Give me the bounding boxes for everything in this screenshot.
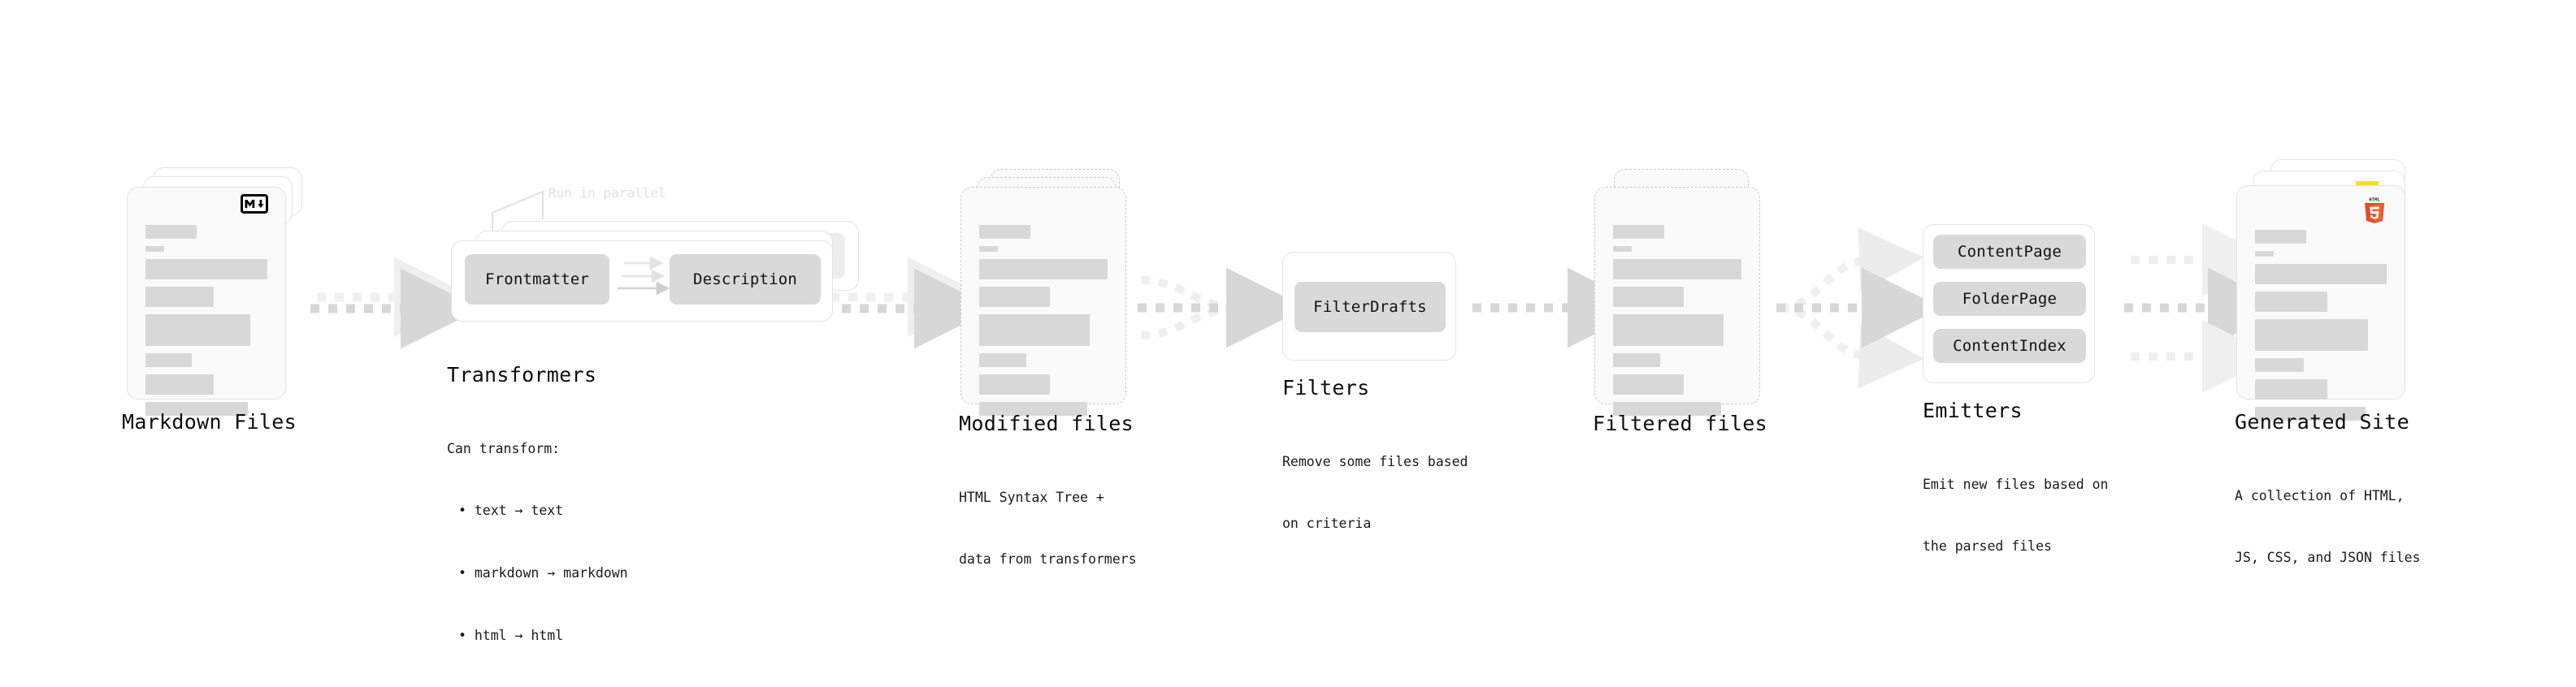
emitters-title: Emitters — [1923, 400, 2108, 422]
stage-markdown-files: Markdown Files — [122, 167, 309, 403]
filters-group: FilterDrafts — [1282, 252, 1456, 361]
modified-files-caption: Modified files HTML Syntax Tree + data f… — [959, 413, 1137, 611]
transformers-title: Transformers — [447, 364, 628, 387]
transformers-caption: Transformers Can transform: • text → tex… — [447, 364, 628, 687]
transformers-sub-line-2: • markdown → markdown — [447, 563, 628, 584]
markdown-card-skeleton — [145, 225, 267, 423]
transformers-sub-line-3: • html → html — [447, 625, 628, 646]
modified-files-sub-line-1: data from transformers — [959, 549, 1137, 570]
arrow-transformers-to-modified — [824, 297, 925, 309]
filters-chip-filterdrafts-label: FilterDrafts — [1313, 298, 1427, 316]
filters-caption: Filters Remove some files based on crite… — [1282, 377, 1468, 576]
markdown-files-title: Markdown Files — [122, 411, 297, 434]
modified-files-subtitle: HTML Syntax Tree + data from transformer… — [959, 446, 1137, 612]
generated-site-caption: Generated Site A collection of HTML, JS,… — [2235, 411, 2420, 610]
emitters-sub-line-0: Emit new files based on — [1923, 474, 2108, 495]
filters-subtitle: Remove some files based on criteria — [1282, 410, 1468, 577]
stage-filtered-files: Filtered files — [1593, 169, 1780, 404]
filtered-files-title: Filtered files — [1593, 413, 1767, 435]
filters-sub-line-1: on criteria — [1282, 513, 1468, 534]
filters-sub-line-0: Remove some files based — [1282, 452, 1468, 473]
emitters-chip-folderpage[interactable]: FolderPage — [1933, 282, 2086, 316]
generated-site-title: Generated Site — [2235, 411, 2420, 434]
emitters-caption: Emitters Emit new files based on the par… — [1923, 400, 2108, 598]
filtered-files-caption: Filtered files — [1593, 413, 1767, 435]
filters-chip-filterdrafts[interactable]: FilterDrafts — [1295, 282, 1446, 332]
transformers-sub-line-1: • text → text — [447, 500, 628, 521]
emitters-sub-line-1: the parsed files — [1923, 536, 2108, 557]
markdown-card-front — [127, 187, 286, 400]
markdown-badge — [241, 194, 268, 214]
html5-badge-text: HTML — [2369, 197, 2380, 202]
markdown-files-caption: Markdown Files — [122, 411, 297, 434]
emitters-chip-contentindex-label: ContentIndex — [1953, 337, 2066, 355]
arrow-emitters-to-site — [2124, 260, 2218, 356]
arrow-markdown-to-transformers — [310, 297, 411, 309]
generated-site-sub-line-1: JS, CSS, and JSON files — [2235, 547, 2420, 568]
filtered-card-front — [1594, 187, 1760, 404]
emitters-chip-folderpage-label: FolderPage — [1962, 290, 2057, 308]
modified-card-front — [961, 187, 1126, 404]
transformers-sub-line-0: Can transform: — [447, 439, 628, 460]
emitters-group: ContentPage FolderPage ContentIndex — [1923, 224, 2095, 383]
transformer-inner-arrows — [452, 241, 834, 322]
modified-card-skeleton — [979, 225, 1108, 423]
transformers-subtitle: Can transform: • text → text • markdown … — [447, 397, 628, 687]
modified-files-title: Modified files — [959, 413, 1137, 435]
generated-site-subtitle: A collection of HTML, JS, CSS, and JSON … — [2235, 444, 2420, 611]
arrow-filtered-to-emitters — [1776, 260, 1872, 356]
site-card-skeleton — [2255, 230, 2387, 428]
filters-title: Filters — [1282, 377, 1468, 400]
modified-files-sub-line-0: HTML Syntax Tree + — [959, 487, 1137, 508]
emitters-subtitle: Emit new files based on the parsed files — [1923, 433, 2108, 599]
stage-modified-files: Modified files HTML Syntax Tree + data f… — [959, 169, 1146, 404]
emitters-chip-contentpage[interactable]: ContentPage — [1933, 235, 2086, 269]
run-in-parallel-label: Run in parallel — [549, 185, 666, 201]
filtered-card-skeleton — [1613, 225, 1741, 423]
arrow-modified-to-filters — [1138, 280, 1237, 335]
generated-site-sub-line-0: A collection of HTML, — [2235, 486, 2420, 507]
emitters-chip-contentindex[interactable]: ContentIndex — [1933, 329, 2086, 363]
emitters-chip-contentpage-label: ContentPage — [1958, 243, 2062, 261]
html5-badge: HTML — [2362, 196, 2387, 223]
site-card-front: HTML — [2236, 185, 2405, 400]
transformer-group-front: Frontmatter Description — [451, 240, 833, 322]
stage-generated-site: CSS — [2235, 159, 2438, 403]
